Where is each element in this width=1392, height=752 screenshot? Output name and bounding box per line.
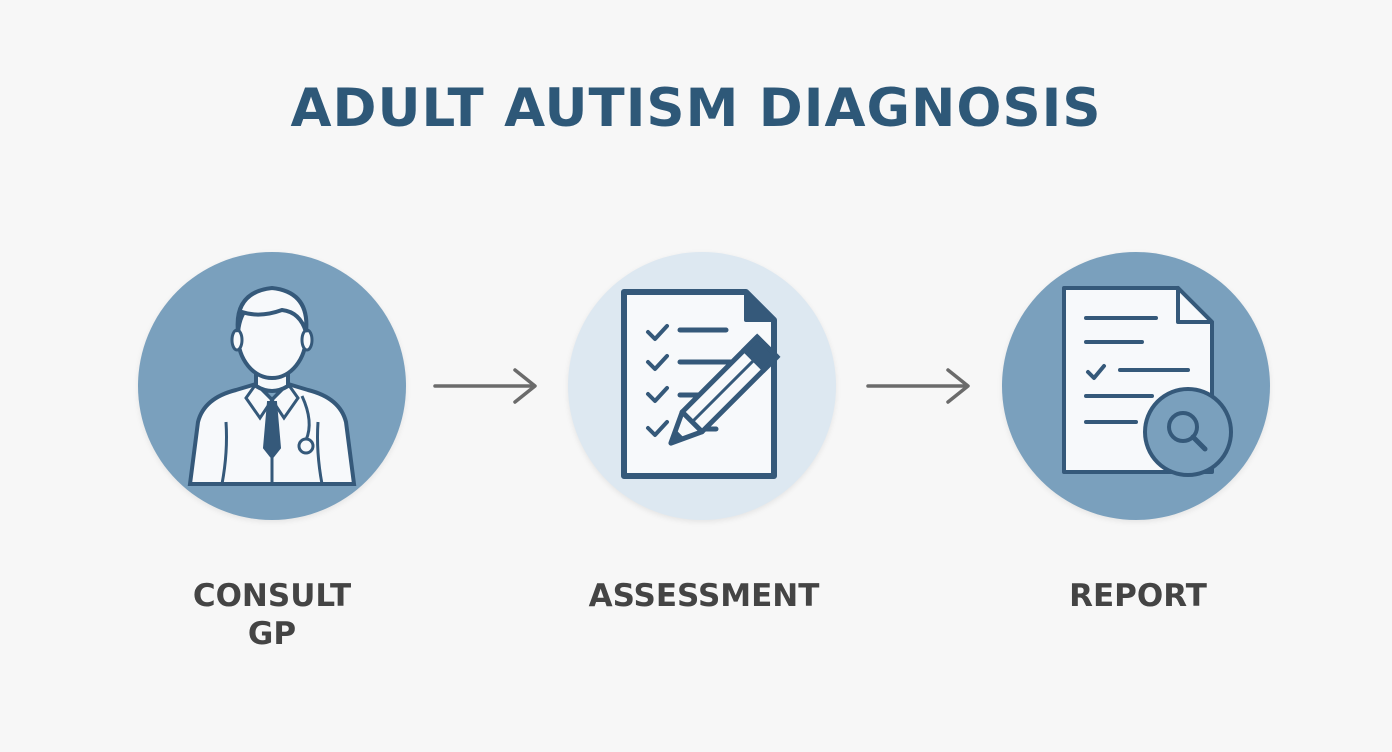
- arrow-right-icon: [433, 368, 537, 404]
- step-consult-gp-circle: [138, 252, 406, 520]
- checklist-pencil-icon: [621, 289, 781, 479]
- step-label-report: REPORT: [1069, 578, 1207, 614]
- doctor-icon: [187, 285, 357, 486]
- step-assessment-circle: [568, 252, 836, 520]
- step-label-assessment: ASSESSMENT: [588, 578, 820, 614]
- arrow-right-icon: [866, 368, 970, 404]
- step-label-consult-gp: CONSULT GP: [192, 578, 352, 652]
- report-magnifier-icon: [1062, 286, 1233, 477]
- step-report-circle: [1002, 252, 1270, 520]
- diagram-title: ADULT AUTISM DIAGNOSIS: [290, 78, 1102, 139]
